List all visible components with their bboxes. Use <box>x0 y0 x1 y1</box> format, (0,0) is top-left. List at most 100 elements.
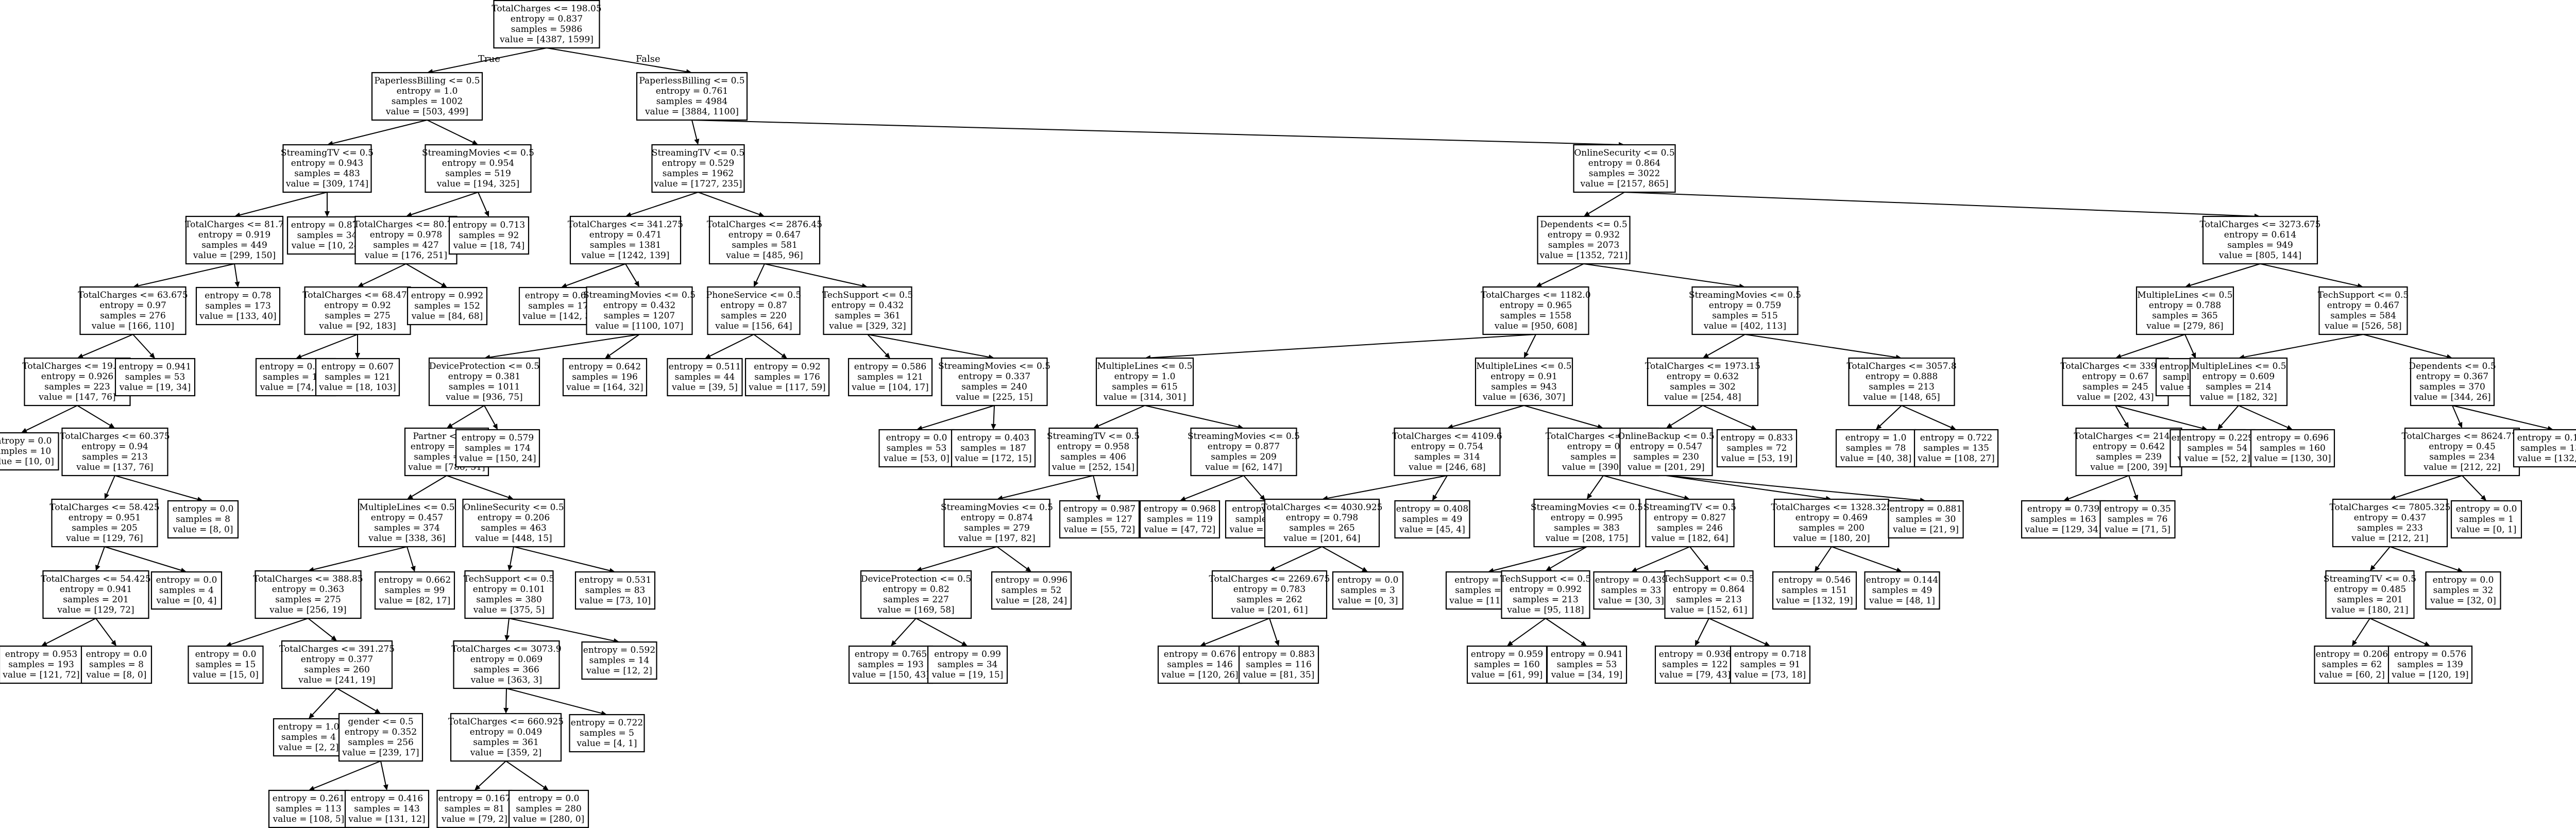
node-samples: samples = 8 <box>89 660 144 670</box>
edge-line <box>1636 546 1690 570</box>
node-samples: samples = 1011 <box>449 382 520 392</box>
node-condition: TotalCharges <= 2148.4 <box>2074 431 2183 442</box>
node-entropy: entropy = 0.531 <box>579 575 651 585</box>
node-entropy: entropy = 0.403 <box>957 433 1029 443</box>
node-box <box>61 427 168 477</box>
node-value: value = [10, 24] <box>291 241 363 251</box>
node-box <box>2099 500 2176 539</box>
node-condition: MultipleLines <= 0.5 <box>2191 361 2286 371</box>
tree-edge <box>691 120 1624 147</box>
node-condition: TotalCharges <= 19.225 <box>22 361 132 371</box>
tree-edge <box>2115 405 2208 431</box>
tree-edge <box>114 475 203 502</box>
node-condition: DeviceProtection <= 0.5 <box>861 574 971 584</box>
arrowhead-icon <box>1695 639 1700 646</box>
tree-edge <box>405 263 447 288</box>
edge-line <box>2389 546 2458 571</box>
node-value: value = [241, 19] <box>298 675 375 685</box>
node-samples: samples = 200 <box>1799 523 1865 533</box>
node-entropy: entropy = 0.206 <box>2316 649 2388 660</box>
arrowhead-icon <box>1507 640 1513 646</box>
node-box <box>1864 571 1940 610</box>
node-entropy: entropy = 0.416 <box>351 793 423 804</box>
node-box <box>1048 427 1138 477</box>
tree-edge <box>1631 546 1690 572</box>
edge-line <box>506 618 510 636</box>
tree-edge <box>509 618 619 644</box>
arrowhead-icon <box>2286 425 2293 430</box>
tree-edge <box>605 334 640 359</box>
node-samples: samples = 92 <box>459 230 519 241</box>
tree-edge <box>1322 475 1448 501</box>
tree-edge <box>753 334 787 359</box>
edge-line <box>1205 618 1270 645</box>
tree-edge <box>308 546 408 572</box>
edge-line <box>513 546 610 571</box>
node-condition: TotalCharges <= 68.475 <box>302 290 412 300</box>
node-samples: samples = 146 <box>1167 660 1233 670</box>
node-entropy: entropy = 0.78 <box>205 291 272 301</box>
node-samples: samples = 196 <box>572 372 638 382</box>
node-box <box>358 498 456 548</box>
node-samples: samples = 1381 <box>590 240 661 250</box>
node-entropy: entropy = 0.206 <box>478 513 550 523</box>
node-box <box>304 286 411 335</box>
arrowhead-icon <box>758 212 765 217</box>
tree-edge <box>506 688 607 716</box>
edge-line <box>313 761 381 789</box>
node-samples: samples = 213 <box>1676 595 1742 605</box>
tree-edge <box>446 475 514 500</box>
node-value: value = [4387, 1599] <box>499 35 594 45</box>
edge-line <box>506 688 602 714</box>
node-value: value = [166, 110] <box>91 321 174 331</box>
edge-line <box>489 334 640 358</box>
node-value: value = [279, 86] <box>2146 321 2223 331</box>
node-condition: TotalCharges <= 60.375 <box>60 431 170 442</box>
edge-line <box>993 405 995 425</box>
arrowhead-icon <box>504 635 510 641</box>
node-condition: TotalCharges <= 7805.325 <box>2330 502 2451 513</box>
arrowhead-icon <box>754 280 759 287</box>
node-value: value = [0, 4] <box>156 596 217 606</box>
tree-edge <box>1708 618 1770 647</box>
node-box <box>1691 286 1799 335</box>
arrowhead-icon <box>2133 494 2139 501</box>
node-value: value = [133, 40] <box>199 311 276 322</box>
node-box <box>1095 357 1194 407</box>
node-value: value = [402, 113] <box>1703 321 1786 331</box>
node-entropy: entropy = 0.101 <box>473 584 545 595</box>
node-samples: samples = 214 <box>2206 382 2272 392</box>
node-entropy: entropy = 0.069 <box>470 654 543 665</box>
tree-edge <box>2115 334 2185 359</box>
node-value: value = [129, 34] <box>2024 525 2102 535</box>
edge-line <box>132 334 152 355</box>
node-value: value = [129, 72] <box>57 605 134 615</box>
node-value: value = [132, 4] <box>2517 453 2576 464</box>
arrowhead-icon <box>2352 640 2358 646</box>
node-value: value = [448, 15] <box>474 533 552 544</box>
edge-line <box>916 618 963 644</box>
node-box <box>2179 429 2256 468</box>
node-samples: samples = 193 <box>8 660 74 670</box>
node-condition: TechSupport <= 0.5 <box>1664 574 1754 584</box>
node-samples: samples = 176 <box>754 372 820 382</box>
node-box <box>1332 571 1404 610</box>
edge-line <box>2354 618 2370 642</box>
node-box <box>1546 645 1628 684</box>
edge-line <box>2221 405 2239 426</box>
